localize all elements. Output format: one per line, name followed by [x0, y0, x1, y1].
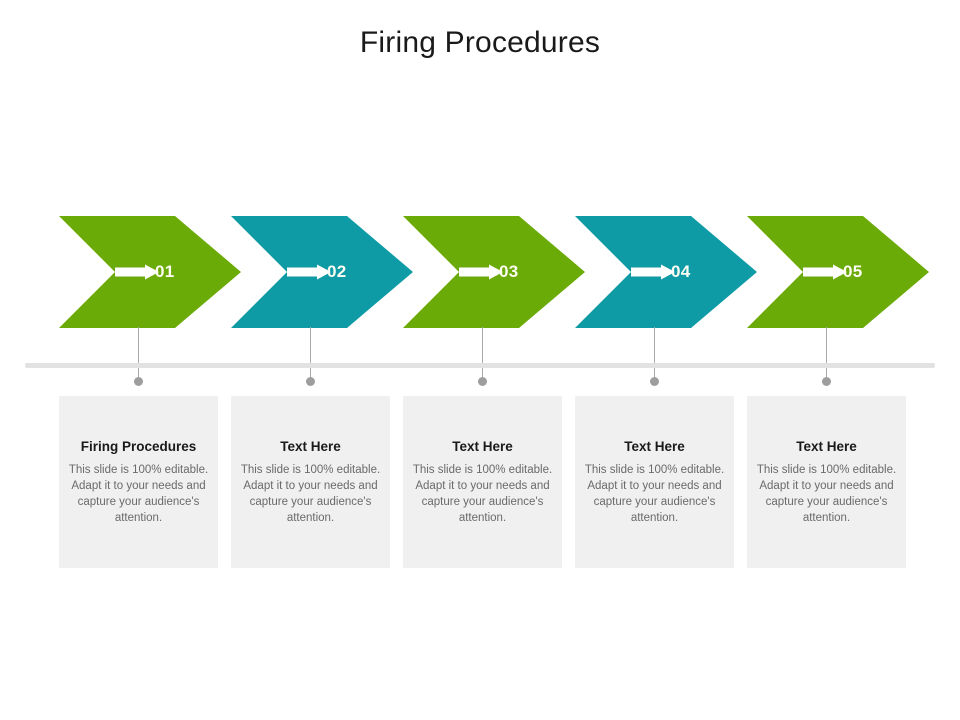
- arrow-right-icon: [803, 264, 847, 280]
- arrow-right-icon: [631, 264, 675, 280]
- info-card-01[interactable]: Firing Procedures This slide is 100% edi…: [59, 396, 218, 568]
- arrow-right-icon: [115, 264, 159, 280]
- info-card-04[interactable]: Text Here This slide is 100% editable. A…: [575, 396, 734, 568]
- info-card-03[interactable]: Text Here This slide is 100% editable. A…: [403, 396, 562, 568]
- timeline-dot-05: [822, 377, 831, 386]
- timeline-dot-04: [650, 377, 659, 386]
- card-body-text: This slide is 100% editable. Adapt it to…: [240, 464, 381, 524]
- chevron-step-01[interactable]: 01: [59, 216, 241, 328]
- connector-stem-05: [826, 327, 827, 381]
- chevron-step-number: 05: [843, 262, 863, 281]
- page-title: Firing Procedures: [359, 26, 601, 59]
- card-title: Text Here: [280, 439, 341, 454]
- connector-stem-02: [310, 327, 311, 381]
- chevron-step-03[interactable]: 03: [403, 216, 585, 328]
- info-card-02[interactable]: Text Here This slide is 100% editable. A…: [231, 396, 390, 568]
- connector-stem-01: [138, 327, 139, 381]
- card-body-text: This slide is 100% editable. Adapt it to…: [756, 464, 897, 524]
- arrow-right-icon: [459, 264, 503, 280]
- card-title: Text Here: [452, 439, 513, 454]
- chevron-step-number: 01: [155, 262, 175, 281]
- timeline-axis: [25, 363, 935, 368]
- info-card-05[interactable]: Text Here This slide is 100% editable. A…: [747, 396, 906, 568]
- card-title: Text Here: [624, 439, 685, 454]
- timeline-dot-03: [478, 377, 487, 386]
- card-title: Text Here: [796, 439, 857, 454]
- card-body-text: This slide is 100% editable. Adapt it to…: [584, 464, 725, 524]
- chevron-step-number: 02: [327, 262, 347, 281]
- chevron-step-number: 04: [671, 262, 691, 281]
- chevron-step-number: 03: [499, 262, 519, 281]
- card-title: Firing Procedures: [80, 439, 197, 454]
- chevron-step-02[interactable]: 02: [231, 216, 413, 328]
- chevron-step-04[interactable]: 04: [575, 216, 757, 328]
- connector-stem-03: [482, 327, 483, 381]
- connector-stem-04: [654, 327, 655, 381]
- chevron-step-05[interactable]: 05: [747, 216, 929, 328]
- chevron-process-row: 01 02 03: [0, 216, 960, 328]
- card-body-text: This slide is 100% editable. Adapt it to…: [68, 464, 209, 524]
- card-body-text: This slide is 100% editable. Adapt it to…: [412, 464, 553, 524]
- arrow-right-icon: [287, 264, 331, 280]
- timeline-dot-02: [306, 377, 315, 386]
- timeline-dot-01: [134, 377, 143, 386]
